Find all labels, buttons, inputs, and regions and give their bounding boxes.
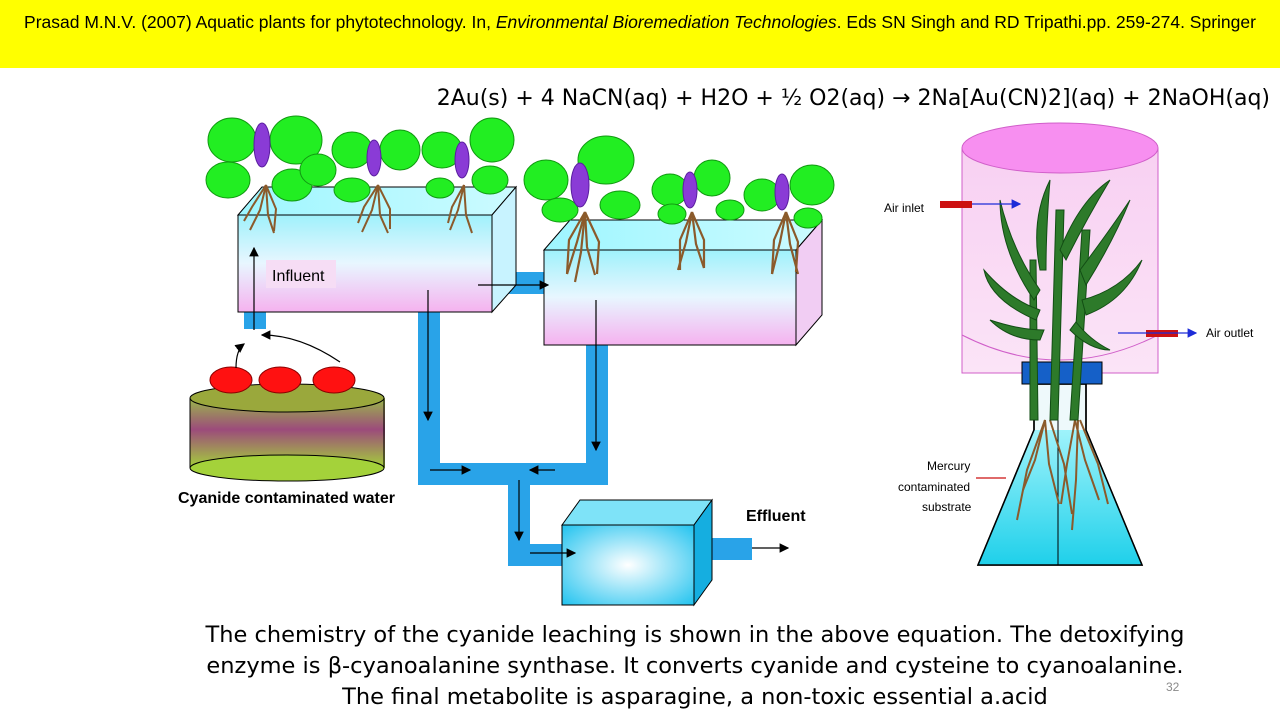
caption-line-2-pre: enzyme is (206, 653, 328, 679)
mercury-label-line2: contaminated (898, 480, 970, 494)
influent-label-box (266, 260, 336, 288)
air-chamber (961, 122, 1159, 374)
caption-line-2: enzyme is β-cyanoalanine synthase. It co… (150, 651, 1240, 682)
influent-label: Influent (272, 268, 325, 285)
roots-tank-2 (565, 211, 800, 283)
air-outlet-label: Air outlet (1206, 326, 1254, 340)
cyanide-water-label: Cyanide contaminated water (178, 490, 395, 507)
mercury-label-line1: Mercury (927, 459, 970, 473)
caption-line-1: The chemistry of the cyanide leaching is… (205, 622, 1185, 648)
caption-line-2-post: -cyanoalanine synthase. It converts cyan… (342, 653, 1184, 679)
cyanide-blobs (209, 366, 356, 394)
hyacinth-leaves (205, 115, 835, 229)
flow-arrows (234, 246, 790, 558)
leaching-equation: 2Au(s) + 4 NaCN(aq) + H2O + ½ O2(aq) → 2… (436, 86, 1270, 111)
plant-tank-2 (542, 218, 824, 347)
air-inlet-label: Air inlet (884, 201, 925, 215)
flask-roots (1016, 419, 1109, 531)
slide-number: 32 (1166, 680, 1180, 694)
roots-tank-1 (243, 184, 473, 234)
effluent-box (561, 498, 713, 607)
citation-part1: Prasad M.N.V. (2007) Aquatic plants for … (24, 12, 496, 32)
reed-plant (983, 179, 1143, 421)
mercury-label-line3: substrate (922, 500, 972, 514)
contaminated-water-reservoir (189, 383, 385, 482)
hyacinth-flowers (253, 122, 790, 211)
effluent-label: Effluent (746, 508, 806, 525)
erlenmeyer-flask (976, 361, 1144, 566)
beta-symbol: β (327, 653, 343, 679)
plant-tank-1 (236, 185, 518, 314)
citation-book-title: Environmental Bioremediation Technologie… (495, 12, 837, 32)
citation-part2: . Eds SN Singh and RD Tripathi.pp. 259-2… (836, 12, 1256, 32)
citation-banner: Prasad M.N.V. (2007) Aquatic plants for … (0, 0, 1280, 68)
air-inlet-tube (940, 201, 972, 208)
caption: The chemistry of the cyanide leaching is… (150, 620, 1240, 713)
caption-line-3: The final metabolite is asparagine, a no… (342, 684, 1048, 710)
